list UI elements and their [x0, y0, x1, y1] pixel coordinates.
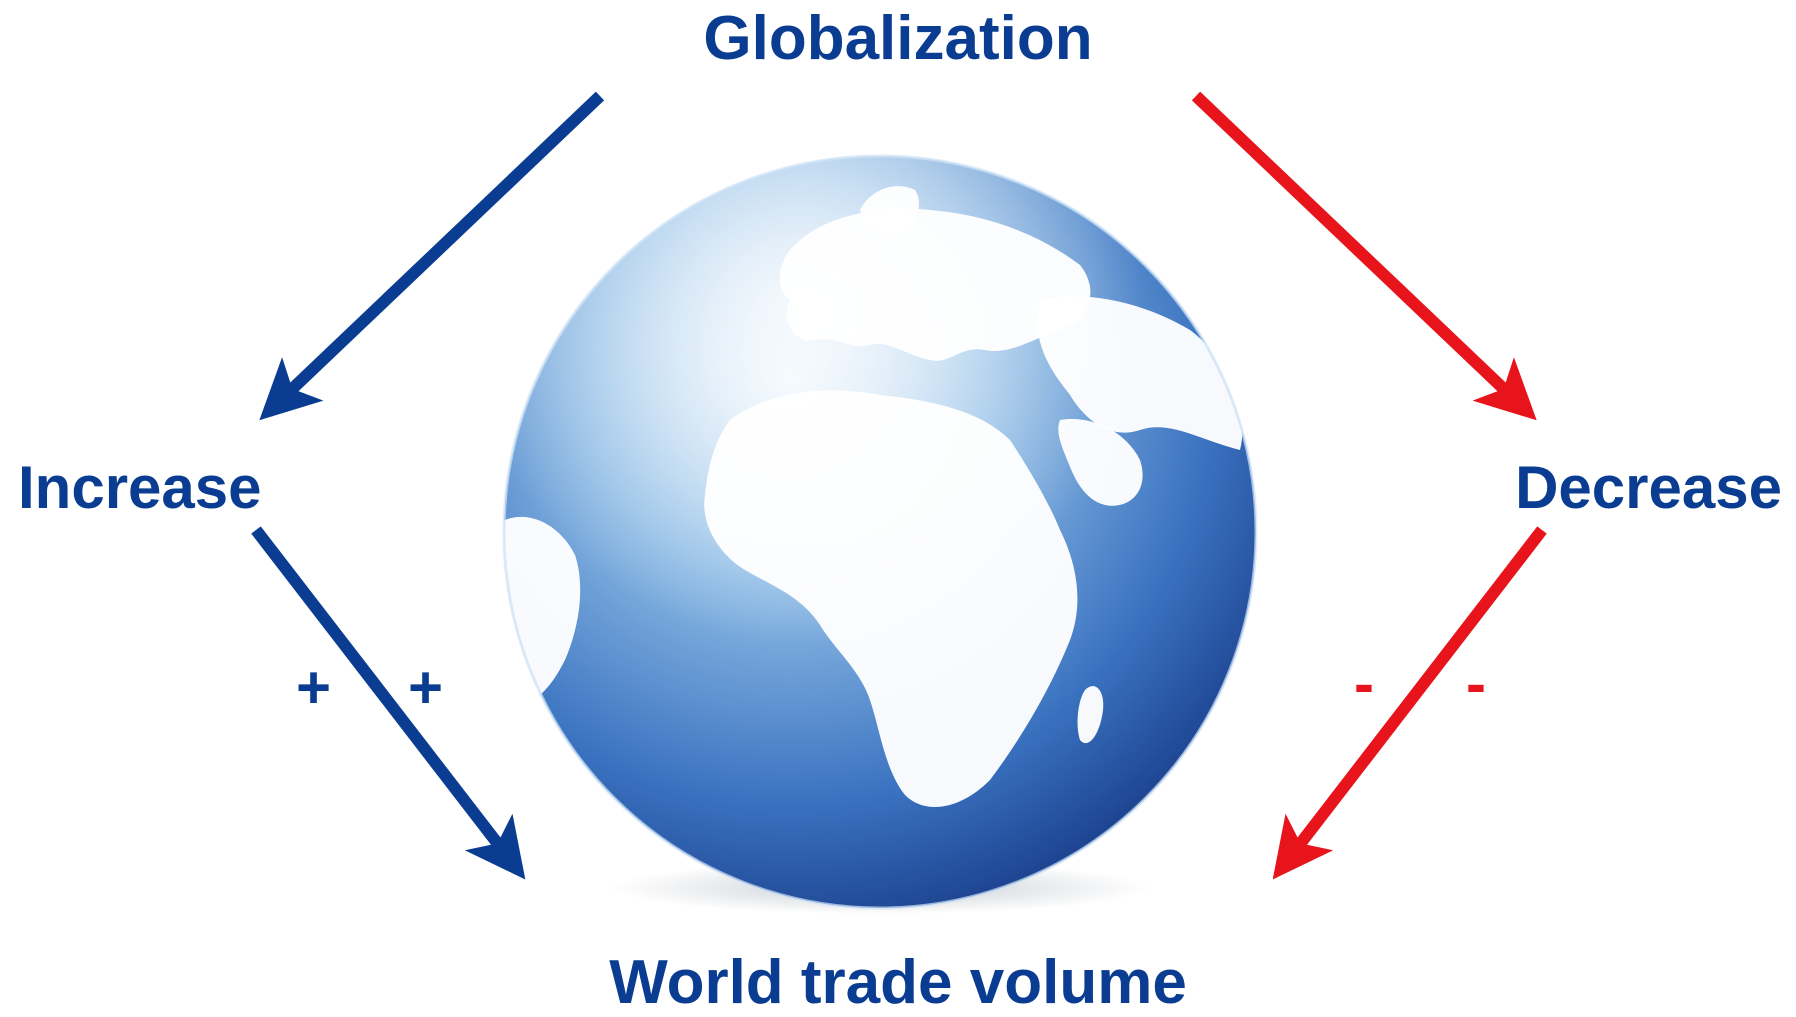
globe-icon: [502, 154, 1258, 914]
arrow-decrease-to-world-trade: [1272, 526, 1547, 880]
plus-sign-left: +: [296, 654, 332, 721]
minus-sign-right: -: [1466, 650, 1486, 717]
decrease-label: Decrease: [1515, 454, 1782, 521]
plus-sign-right: +: [408, 654, 444, 721]
globe-rim: [502, 154, 1258, 910]
minus-sign-left: -: [1354, 650, 1374, 717]
arrow-globalization-to-increase: [259, 91, 605, 421]
increase-label: Increase: [18, 454, 262, 521]
arrow-increase-to-world-trade: [251, 526, 526, 880]
world-trade-volume-label: World trade volume: [609, 948, 1187, 1017]
arrow-globalization-to-decrease: [1191, 91, 1537, 421]
globalization-label: Globalization: [703, 4, 1093, 73]
globe-highlight: [504, 156, 1256, 908]
